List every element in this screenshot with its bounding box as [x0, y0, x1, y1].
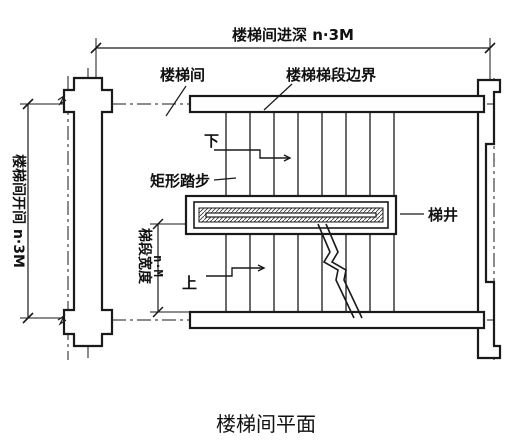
- bottom-wall: [112, 310, 494, 330]
- cut-line: [317, 223, 363, 319]
- flight-width-label: 梯段宽度: [136, 228, 153, 285]
- depth-dimension-label: 楼梯间进深 n·3M: [232, 26, 354, 44]
- bay-dimension-label: 楼梯间开间 n·3M: [10, 154, 27, 268]
- top-wall: [112, 94, 494, 114]
- flight-width-unit-label: n·M: [151, 255, 165, 277]
- rect-tread-label: 矩形踏步: [150, 172, 210, 190]
- stair-well: [184, 194, 398, 236]
- figure-caption: 楼梯间平面: [216, 412, 316, 436]
- depth-dimension: [90, 38, 496, 90]
- upper-flight-treads: [225, 112, 395, 198]
- leader-lines: [165, 83, 424, 215]
- right-wall: [476, 78, 502, 360]
- stair-hall-label: 楼梯间: [160, 66, 205, 84]
- bay-dimension: [20, 98, 72, 324]
- up-arrow: [206, 264, 266, 277]
- flight-boundary-label: 楼梯梯段边界: [286, 66, 376, 84]
- down-arrow: [214, 149, 292, 162]
- lower-flight-treads: [225, 232, 395, 312]
- well-label: 梯井: [428, 206, 458, 224]
- left-wall: [57, 68, 114, 360]
- up-label: 上: [182, 274, 197, 292]
- down-label: 下: [204, 132, 219, 150]
